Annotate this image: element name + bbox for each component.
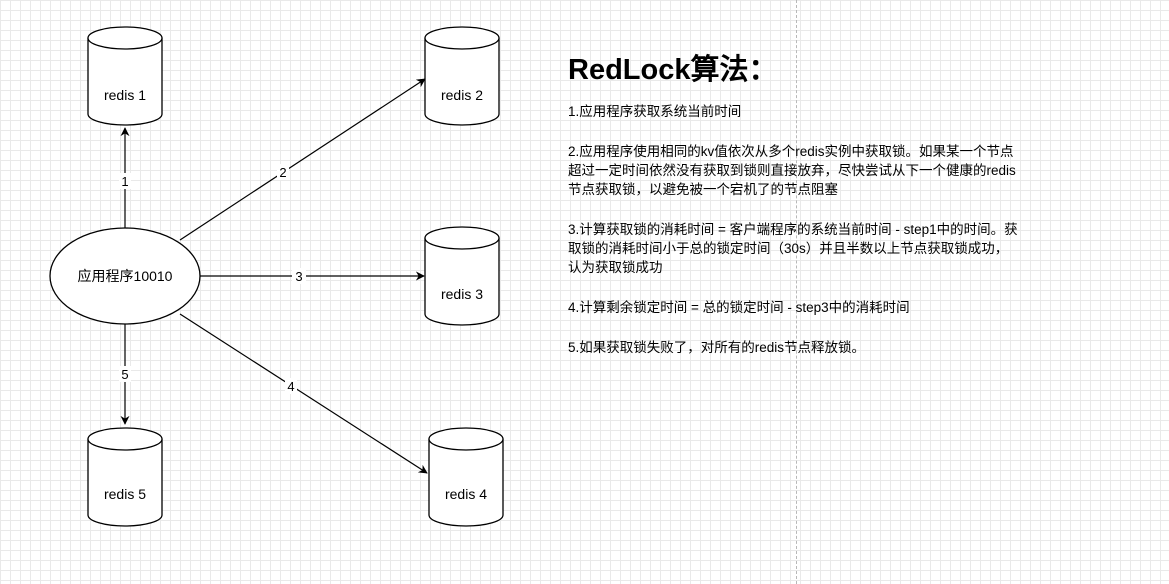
app-node-label: 应用程序10010 <box>78 268 173 284</box>
step-1: 1.应用程序获取系统当前时间 <box>568 104 742 119</box>
redis-node-1: redis 1 <box>87 26 163 126</box>
page-divider <box>796 0 797 584</box>
edge-label-4: 4 <box>287 379 294 394</box>
redis-node-2: redis 2 <box>424 26 500 126</box>
panel-title: RedLock算法： <box>568 54 778 86</box>
redis-node-4-label: redis 4 <box>445 486 487 502</box>
step-3: 3.计算获取锁的消耗时间 = 客户端程序的系统当前时间 - step1中的时间。… <box>568 222 1018 275</box>
edge-to-redis-2: 2 <box>179 78 426 241</box>
redis-node-5: redis 5 <box>87 427 163 527</box>
edge-to-redis-5: 5 <box>119 324 131 425</box>
step-4: 4.计算剩余锁定时间 = 总的锁定时间 - step3中的消耗时间 <box>568 300 910 315</box>
redis-node-3-label: redis 3 <box>441 286 483 302</box>
redis-node-1-label: redis 1 <box>104 87 146 103</box>
redis-node-2-label: redis 2 <box>441 87 483 103</box>
edge-label-5: 5 <box>121 367 128 382</box>
edge-label-3: 3 <box>295 269 302 284</box>
edge-to-redis-3: 3 <box>200 268 425 284</box>
edge-label-1: 1 <box>121 174 128 189</box>
edge-label-2: 2 <box>279 165 286 180</box>
step-2: 2.应用程序使用相同的kv值依次从多个redis实例中获取锁。如果某一个节点 超… <box>568 144 1016 197</box>
edge-to-redis-4: 4 <box>179 313 428 474</box>
edge-to-redis-1: 1 <box>119 127 131 228</box>
algorithm-panel: RedLock算法： 1.应用程序获取系统当前时间 2.应用程序使用相同的kv值… <box>568 52 1088 378</box>
app-node: 应用程序10010 <box>49 227 201 325</box>
redlock-diagram: 1 2 3 4 5 应用程序10010 redis 1 redis 2 <box>49 26 504 527</box>
redis-node-3: redis 3 <box>424 226 500 326</box>
redis-node-5-label: redis 5 <box>104 486 146 502</box>
step-5: 5.如果获取锁失败了，对所有的redis节点释放锁。 <box>568 340 866 355</box>
redis-node-4: redis 4 <box>428 427 504 527</box>
